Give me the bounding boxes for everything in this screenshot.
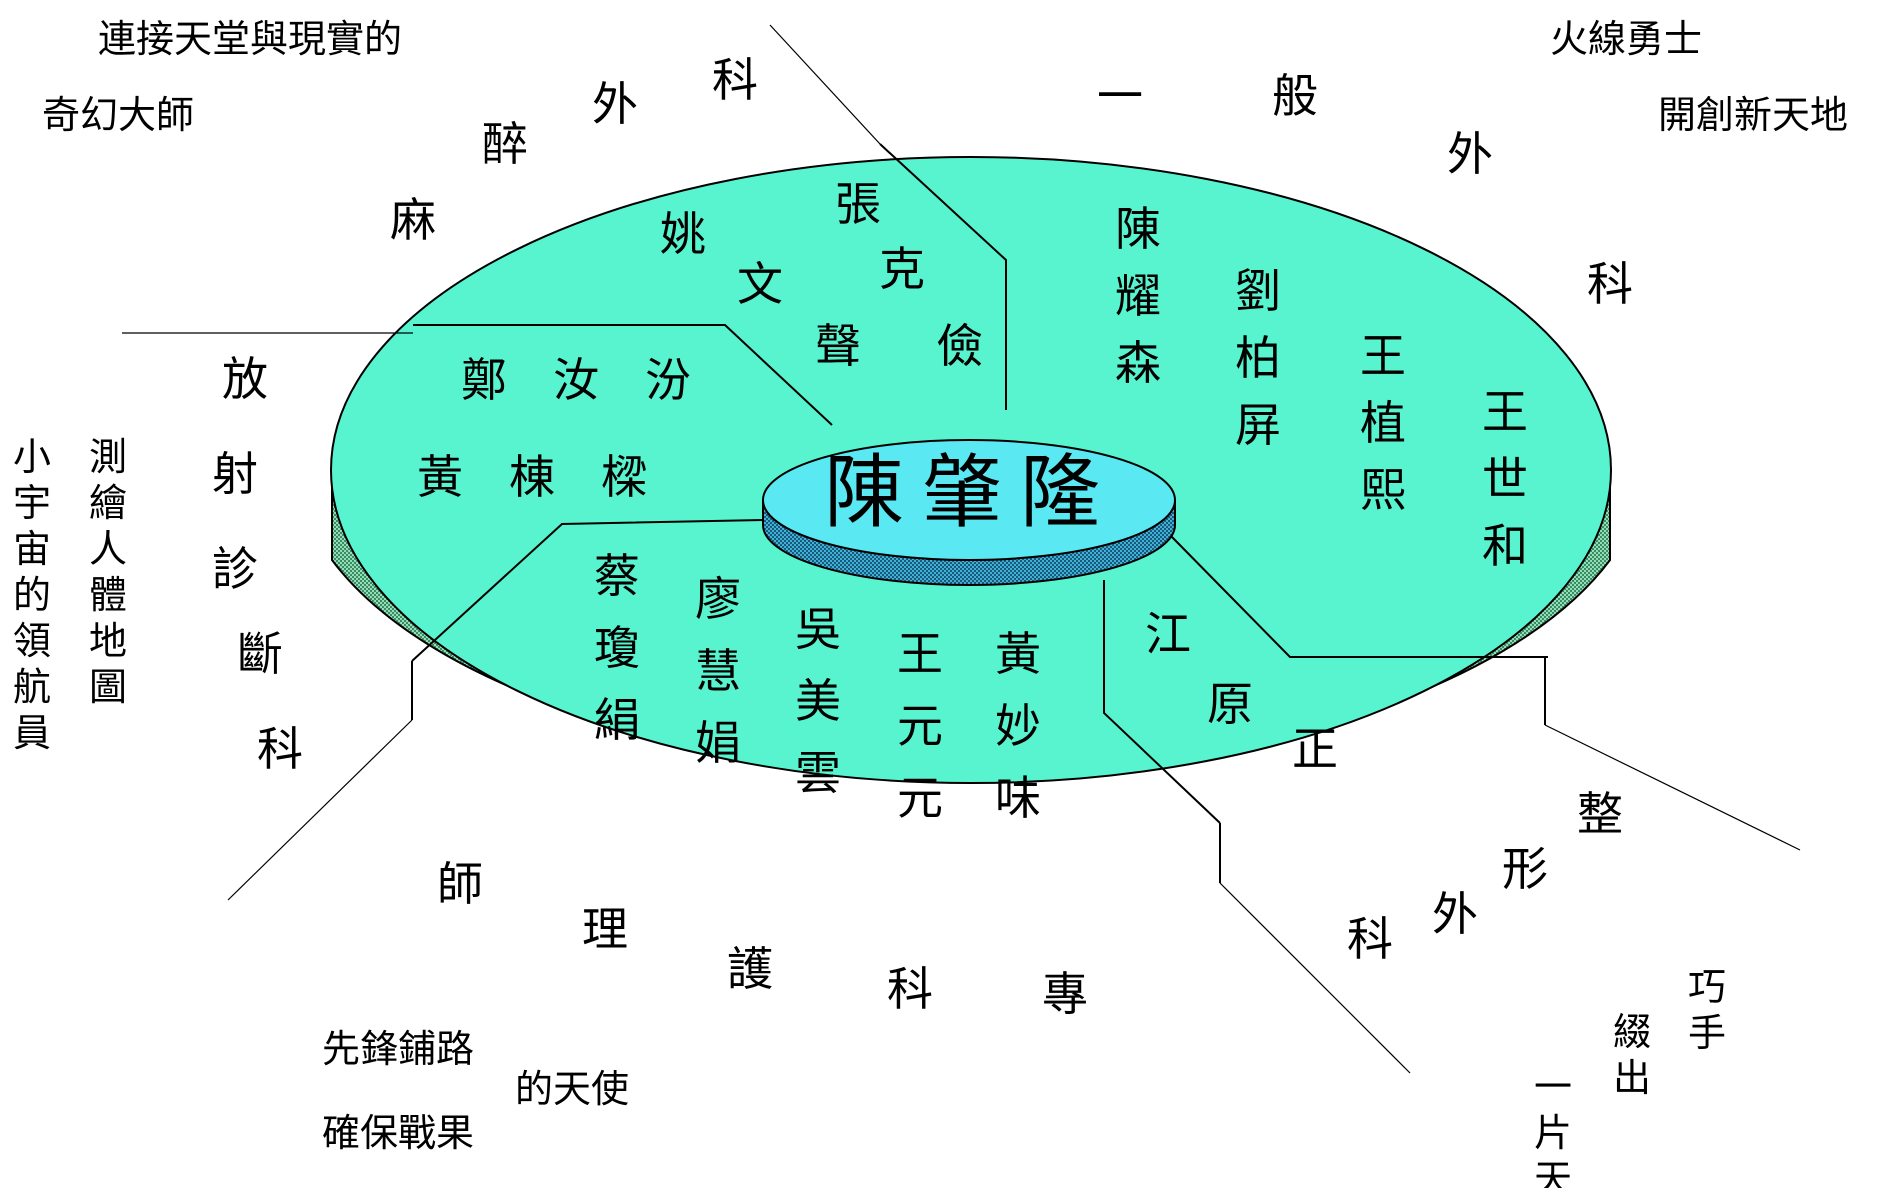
team-member-name: 柏 [1235, 331, 1281, 385]
center-hub: 陳肇隆 [762, 439, 1176, 586]
caption-radiology-2: 員 [13, 711, 51, 755]
team-member-name: 棟 [509, 450, 555, 504]
dept-nursing-char: 師 [437, 857, 483, 911]
team-member-name: 汝 [553, 353, 599, 407]
caption-general-1: 火線勇士 [1550, 17, 1702, 61]
caption-general-2: 開創新天地 [1658, 93, 1848, 137]
dept-radiology-char: 斷 [237, 627, 283, 681]
team-member-name: 王 [897, 627, 943, 681]
dept-plastic-char: 科 [1347, 912, 1393, 966]
caption-radiology-1: 人 [89, 527, 127, 571]
caption-radiology-2: 宇 [13, 481, 51, 525]
caption-radiology-2: 小 [13, 435, 51, 479]
caption-plastic-1: 巧 [1688, 965, 1726, 1009]
caption-radiology-2: 領 [13, 619, 51, 663]
caption-radiology-2: 的 [13, 573, 51, 617]
team-member-name: 妙 [995, 699, 1041, 753]
team-member-name: 世 [1482, 452, 1528, 506]
team-member-name: 蔡 [594, 549, 640, 603]
caption-nursing-3: 確保戰果 [322, 1111, 474, 1155]
team-member-name: 汾 [645, 353, 691, 407]
dept-plastic-char: 整 [1577, 787, 1623, 841]
dept-anesthesia-char: 醉 [482, 117, 528, 171]
dept-radiology-char: 放 [222, 352, 268, 406]
team-member-name: 雲 [795, 746, 841, 800]
dept-general-char: 科 [1587, 257, 1633, 311]
dept-anesthesia-char: 外 [592, 77, 638, 131]
team-member-name: 王 [1360, 329, 1406, 383]
center-name: 陳肇隆 [824, 446, 1118, 539]
team-member-name: 植 [1360, 396, 1406, 450]
caption-nursing-1: 先鋒鋪路 [322, 1027, 474, 1071]
caption-plastic-1: 手 [1688, 1011, 1726, 1055]
dept-nursing-char: 護 [727, 942, 773, 996]
team-member-name: 味 [995, 771, 1041, 825]
caption-plastic-2: 綴 [1613, 1010, 1651, 1054]
team-member-name: 克 [879, 242, 925, 296]
team-member-name: 文 [737, 257, 783, 311]
team-member-name: 姚 [660, 207, 706, 261]
team-member-name: 原 [1207, 677, 1253, 731]
dept-radiology-char: 射 [212, 447, 258, 501]
caption-anesthesia-1: 連接天堂與現實的 [98, 17, 402, 61]
dept-radiology-char: 診 [212, 542, 258, 596]
team-member-name: 瓊 [594, 621, 640, 675]
team-member-name: 屏 [1235, 398, 1281, 452]
dept-nursing-char: 專 [1042, 967, 1088, 1021]
team-member-name: 聲 [815, 319, 861, 373]
caption-radiology-1: 地 [89, 619, 127, 663]
team-member-name: 樑 [601, 450, 647, 504]
team-member-name: 美 [795, 674, 841, 728]
caption-plastic-3: 天 [1534, 1157, 1572, 1188]
team-member-name: 森 [1115, 336, 1161, 390]
caption-anesthesia-2: 奇幻大師 [42, 93, 194, 137]
team-member-name: 耀 [1115, 269, 1161, 323]
team-member-name: 元 [897, 699, 943, 753]
team-member-name: 劉 [1235, 264, 1281, 318]
caption-radiology-1: 測 [89, 435, 127, 479]
team-member-name: 黃 [417, 450, 463, 504]
team-member-name: 正 [1292, 722, 1338, 776]
team-member-name: 儉 [937, 319, 983, 373]
team-member-name: 張 [835, 177, 881, 231]
dept-general-char: 外 [1447, 127, 1493, 181]
dept-nursing-char: 理 [582, 902, 628, 956]
caption-plastic-3: 片 [1534, 1111, 1572, 1155]
team-names: 姚文聲張克儉鄭汝汾黃棟樑陳耀森劉柏屏王植熙王世和江原正蔡瓊絹廖慧娟吳美雲王元元黃… [417, 177, 1528, 825]
department-labels: 麻醉外科一般外科整形外科專科護理師放射診斷科 [212, 53, 1633, 1021]
team-member-name: 廖 [695, 572, 741, 626]
caption-radiology-2: 航 [13, 665, 51, 709]
team-member-name: 元 [897, 771, 943, 825]
caption-nursing-2: 的天使 [515, 1067, 629, 1111]
caption-plastic-2: 出 [1613, 1056, 1651, 1100]
dept-nursing-char: 科 [887, 962, 933, 1016]
leader-lines [122, 24, 1801, 1074]
sector-dividers [411, 143, 1548, 824]
caption-radiology-1: 圖 [89, 665, 127, 709]
dept-radiology-char: 科 [257, 722, 303, 776]
dept-plastic-char: 形 [1502, 842, 1548, 896]
team-member-name: 陳 [1115, 202, 1161, 256]
dept-plastic-char: 外 [1432, 887, 1478, 941]
dept-general-char: 般 [1272, 69, 1318, 123]
team-member-name: 吳 [795, 602, 841, 656]
team-member-name: 娟 [695, 716, 741, 770]
dept-anesthesia-char: 科 [712, 53, 758, 107]
team-member-name: 和 [1482, 519, 1528, 573]
team-member-name: 絹 [594, 693, 640, 747]
team-member-name: 江 [1145, 607, 1191, 661]
team-member-name: 黃 [995, 627, 1041, 681]
caption-radiology-1: 體 [89, 573, 127, 617]
team-member-name: 鄭 [461, 353, 507, 407]
team-member-name: 王 [1482, 385, 1528, 439]
caption-radiology-1: 繪 [89, 481, 127, 525]
caption-radiology-2: 宙 [13, 527, 51, 571]
caption-plastic-3: 一 [1534, 1065, 1572, 1109]
dept-anesthesia-char: 麻 [390, 193, 436, 247]
team-member-name: 慧 [695, 644, 741, 698]
dept-general-char: 一 [1097, 69, 1143, 123]
team-member-name: 熙 [1360, 463, 1406, 517]
